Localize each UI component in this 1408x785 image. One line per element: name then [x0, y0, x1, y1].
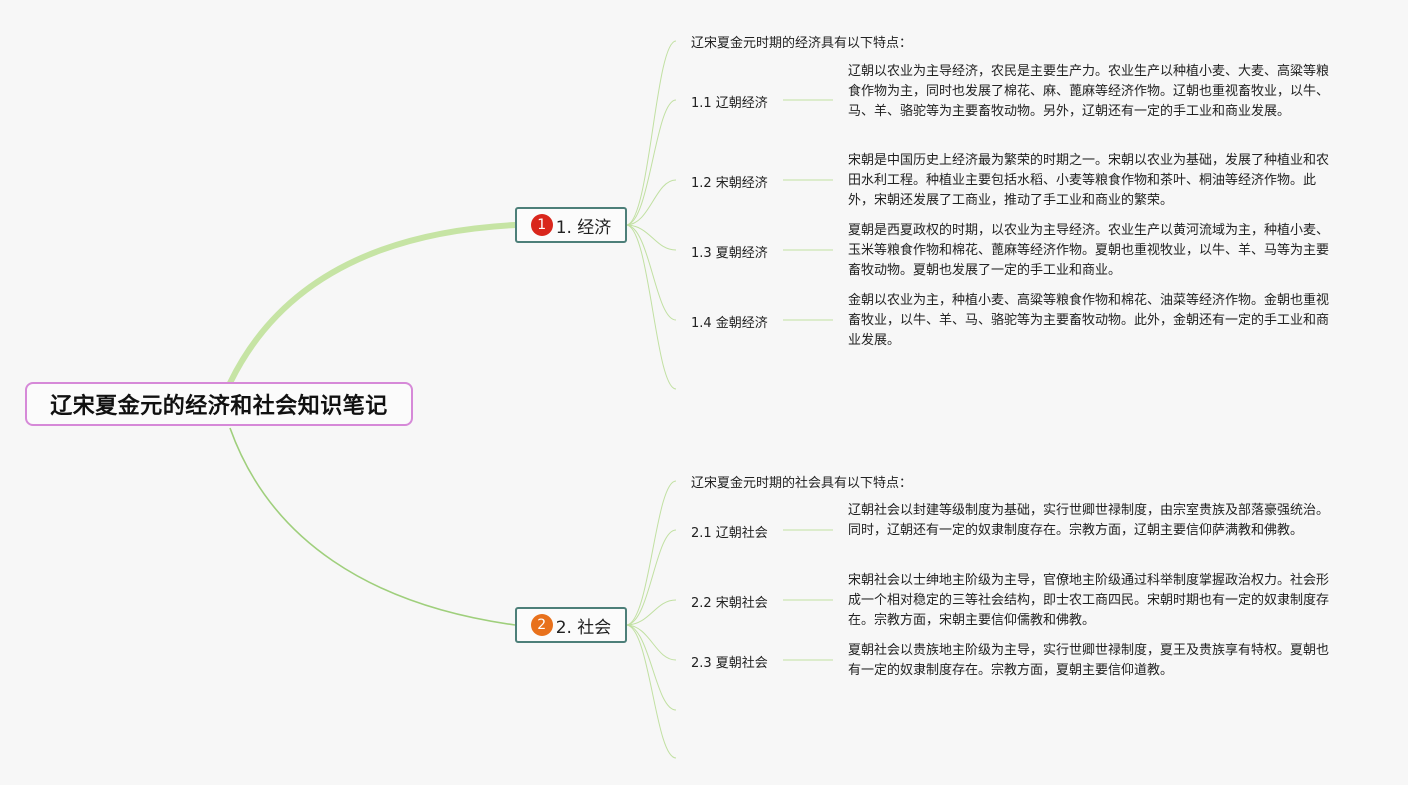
- society-intro[interactable]: 辽宋夏金元时期的社会具有以下特点：: [691, 476, 913, 491]
- connector-desc-society: [783, 529, 833, 661]
- priority-2-icon: 2: [530, 614, 553, 636]
- root-title: 辽宋夏金元的经济和社会知识笔记: [50, 394, 388, 419]
- desc-xia-society[interactable]: 夏朝社会以贵族地主阶级为主导，实行世卿世禄制度，夏王及贵族享有特权。夏朝也有一定…: [848, 643, 1330, 678]
- subtopic-liao-economy[interactable]: 1.1 辽朝经济: [691, 96, 768, 111]
- desc-song-society[interactable]: 宋朝社会以士绅地主阶级为主导，官僚地主阶级通过科举制度掌握政治权力。社会形成一个…: [848, 573, 1330, 628]
- connector-root-society: [229, 427, 516, 626]
- branch-society-label: 2. 社会: [555, 617, 612, 638]
- desc-song-economy[interactable]: 宋朝是中国历史上经济最为繁荣的时期之一。宋朝以农业为基础，发展了种植业和农田水利…: [848, 153, 1330, 208]
- connector-fan-society: [625, 480, 677, 759]
- subtopic-jin-economy[interactable]: 1.4 金朝经济: [691, 316, 768, 331]
- branch-society[interactable]: 2 2. 社会: [515, 607, 627, 643]
- desc-liao-economy[interactable]: 辽朝以农业为主导经济，农民是主要生产力。农业生产以种植小麦、大麦、高粱等粮食作物…: [848, 64, 1330, 119]
- branch-economy[interactable]: 1 1. 经济: [515, 207, 627, 243]
- branch-economy-label: 1. 经济: [555, 217, 612, 238]
- priority-1-icon: 1: [530, 214, 553, 236]
- subtopic-xia-economy[interactable]: 1.3 夏朝经济: [691, 246, 768, 261]
- connector-fan-economy: [625, 40, 677, 390]
- economy-intro[interactable]: 辽宋夏金元时期的经济具有以下特点：: [691, 36, 913, 51]
- connector-root-economy: [227, 222, 518, 386]
- subtopic-song-society[interactable]: 2.2 宋朝社会: [691, 596, 768, 611]
- subtopic-xia-society[interactable]: 2.3 夏朝社会: [691, 656, 768, 671]
- desc-xia-economy[interactable]: 夏朝是西夏政权的时期，以农业为主导经济。农业生产以黄河流域为主，种植小麦、玉米等…: [848, 223, 1330, 278]
- desc-liao-society[interactable]: 辽朝社会以封建等级制度为基础，实行世卿世禄制度，由宗室贵族及部落豪强统治。同时，…: [848, 503, 1330, 538]
- root-topic[interactable]: 辽宋夏金元的经济和社会知识笔记: [25, 382, 413, 426]
- subtopic-liao-society[interactable]: 2.1 辽朝社会: [691, 526, 768, 541]
- desc-jin-economy[interactable]: 金朝以农业为主，种植小麦、高粱等粮食作物和棉花、油菜等经济作物。金朝也重视畜牧业…: [848, 293, 1330, 348]
- connector-desc-economy: [783, 99, 833, 321]
- subtopic-song-economy[interactable]: 1.2 宋朝经济: [691, 176, 768, 191]
